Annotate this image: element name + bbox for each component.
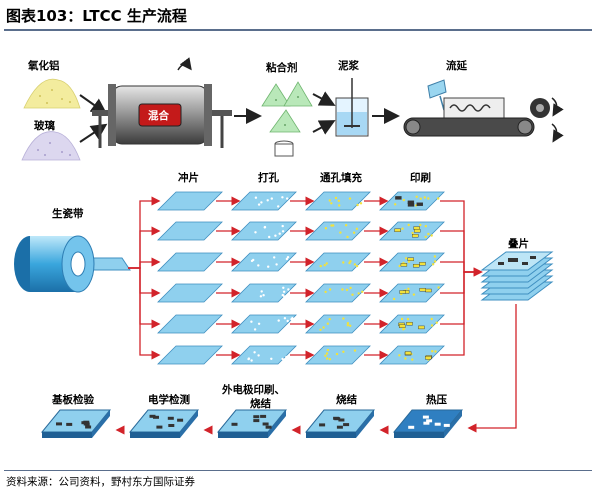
process-sheet [157,283,223,303]
label-external-printing-1: 外电极印刷、 [222,384,285,396]
label-external-printing-2: 烧结 [250,398,271,410]
flow-arrow [128,196,161,269]
green-tape-roll [14,235,131,293]
flow-arrow [440,267,483,325]
process-sheet [157,221,223,241]
process-sheet [379,314,445,334]
mixing-drum [92,57,232,148]
tape-caster [403,79,564,143]
process-sheet [231,345,297,365]
label-printing: 印刷 [410,172,431,184]
title-rule [4,29,592,31]
process-sheet [157,252,223,272]
label-electrical-test: 电学检测 [148,394,190,406]
label-substrate-inspection: 基板检验 [52,394,94,406]
process-sheet [157,345,223,365]
process-sheet [157,191,223,211]
flow-arrow [467,304,517,433]
process-sheet [305,283,371,303]
label-via-drilling: 打孔 [258,172,279,184]
process-sheet [305,345,371,365]
label-green-tape: 生瓷带 [52,208,84,220]
flow-arrow [128,267,161,298]
process-sheet [231,191,297,211]
flow-arrow [128,267,161,329]
process-sheet [305,314,371,334]
alumina-powder-pile [23,78,81,109]
label-slurry: 泥浆 [338,60,359,72]
flow-arrow [128,267,161,360]
process-sheet [379,221,445,241]
process-sheet [379,252,445,272]
binder-piles [261,81,313,157]
flow-arrow [128,257,161,269]
label-stacking: 叠片 [508,238,529,250]
source-rule [4,470,592,471]
process-sheet [231,252,297,272]
figure-title: 图表103：LTCC 生产流程 [6,7,187,25]
process-sheet [231,314,297,334]
slurry-beaker [335,78,369,137]
stacked-sheets [480,251,554,301]
label-alumina: 氧化铝 [28,60,60,72]
substrate-board [40,409,112,438]
process-sheet [231,283,297,303]
process-sheet [305,221,371,241]
label-casting: 流延 [446,60,467,72]
flow-arrow [440,267,483,294]
label-lamination: 热压 [426,394,447,406]
label-mixing: 混合 [148,110,169,122]
process-sheet [379,345,445,365]
process-sheet [305,252,371,272]
label-punching: 冲片 [178,172,199,184]
label-binder: 粘合剂 [266,62,298,74]
label-glass: 玻璃 [34,120,55,132]
process-sheet [305,191,371,211]
source-note: 资料来源：公司资料，野村东方国际证券 [6,476,195,488]
glass-powder-pile [21,131,81,161]
label-sintering: 烧结 [336,394,357,406]
label-via-filling: 通孔填充 [320,172,362,184]
substrate-board [216,409,288,438]
process-sheet [157,314,223,334]
process-sheet [231,221,297,241]
substrate-board [392,409,464,438]
flow-arrow [440,230,483,277]
substrate-board [304,409,376,438]
process-sheet [379,283,445,303]
flow-arrow [440,261,483,277]
flow-arrow [440,267,483,356]
process-sheet [379,191,445,211]
substrate-board [128,409,200,438]
